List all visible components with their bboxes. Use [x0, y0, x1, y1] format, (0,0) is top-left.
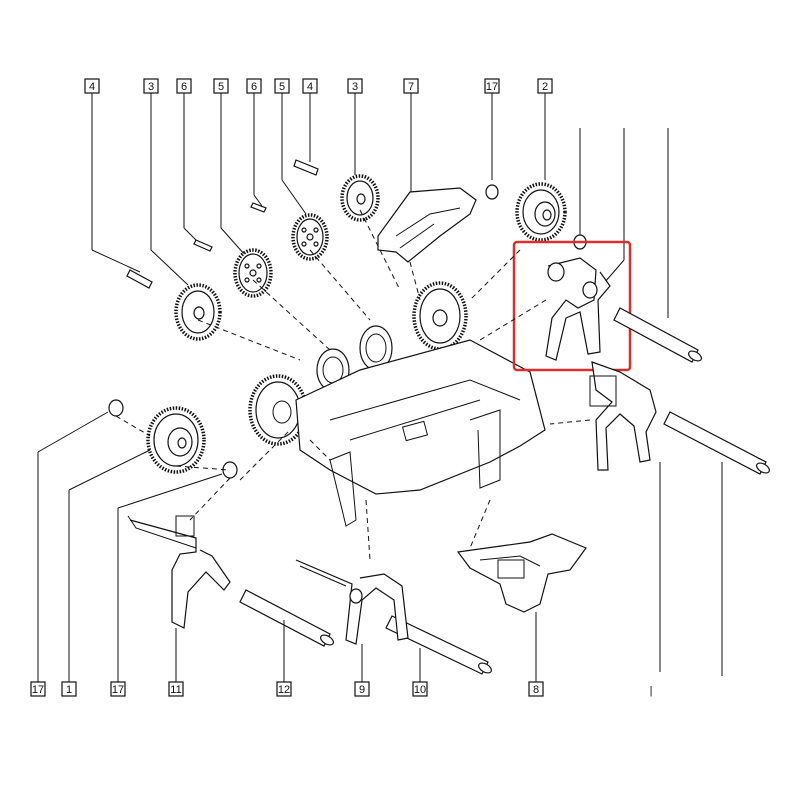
shift-fork-part-11 — [127, 515, 231, 629]
pin-part-6-mid — [250, 202, 267, 213]
svg-text:10: 10 — [414, 684, 426, 696]
svg-text:3: 3 — [352, 81, 358, 93]
svg-text:17: 17 — [486, 81, 498, 93]
bracket-part-7 — [377, 187, 477, 263]
callout-bottom-7: 10 — [412, 648, 428, 697]
callout-bottom-2: 1 — [61, 449, 151, 697]
bushing-part-17-left — [108, 399, 124, 417]
callout-top-1: 4 — [84, 78, 141, 273]
svg-text:2: 2 — [542, 81, 548, 93]
svg-text:3: 3 — [148, 81, 154, 93]
svg-text:7: 7 — [408, 81, 414, 93]
callout-bottom-5: 12 — [276, 620, 292, 697]
pin-part-4-left — [126, 269, 153, 289]
bracket-part-8 — [456, 533, 587, 613]
shaft-mid-right — [663, 411, 770, 475]
svg-text:5: 5 — [279, 81, 285, 93]
callout-top-10: 17 — [484, 78, 500, 180]
callout-top-3: 6 — [176, 78, 201, 245]
callout-bottom-1: 17 — [30, 411, 109, 697]
right-leaders — [579, 128, 723, 676]
svg-text:|: | — [650, 685, 653, 697]
callout-bottom-8: 8 — [528, 612, 544, 697]
svg-text:6: 6 — [181, 81, 187, 93]
pins — [126, 159, 319, 289]
bottom-callouts: 17 1 17 11 12 9 — [30, 411, 653, 697]
callout-top-11: 2 — [537, 78, 553, 180]
callout-top-4: 5 — [213, 78, 246, 256]
assembly-lines — [115, 209, 591, 561]
highlighted-shift-fork — [545, 257, 611, 361]
pin-part-6-left — [193, 239, 213, 252]
gearbox-housing — [295, 339, 546, 527]
svg-text:1: 1 — [66, 684, 72, 696]
callout-top-2: 3 — [143, 78, 189, 286]
gear-part-5-left — [233, 248, 273, 298]
svg-text:17: 17 — [112, 684, 124, 696]
callout-top-7: 4 — [302, 78, 318, 162]
gear-part-5-top — [291, 213, 329, 261]
callout-bottom-3: 17 — [110, 473, 223, 697]
callout-top-5: 6 — [246, 78, 263, 207]
svg-text:4: 4 — [89, 81, 95, 93]
top-callouts: 4 3 6 5 6 5 — [84, 78, 553, 286]
callout-bottom-4: 11 — [168, 628, 184, 697]
shaft-part-10 — [385, 615, 492, 675]
highlight-box — [512, 240, 632, 372]
svg-text:4: 4 — [307, 81, 313, 93]
shaft-part-12 — [239, 589, 334, 647]
shaft-top-right — [613, 307, 702, 363]
callout-bottom-6: 9 — [354, 644, 370, 697]
gear-part-3-top — [340, 174, 380, 222]
callout-bottom-partial: | — [650, 685, 653, 697]
svg-text:5: 5 — [218, 81, 224, 93]
bushing-part-17-top — [485, 184, 499, 200]
svg-text:9: 9 — [359, 684, 365, 696]
shift-fork-right — [589, 361, 657, 471]
svg-text:8: 8 — [533, 684, 539, 696]
svg-text:12: 12 — [278, 684, 290, 696]
svg-text:11: 11 — [170, 684, 181, 696]
svg-text:17: 17 — [32, 684, 44, 696]
svg-text:6: 6 — [251, 81, 257, 93]
gear-part-1 — [146, 406, 206, 474]
gear-center-stack — [248, 281, 468, 446]
shift-fork-part-9 — [295, 559, 409, 645]
callout-top-8: 3 — [347, 78, 363, 175]
shafts — [239, 307, 770, 675]
callout-top-9: 7 — [403, 78, 419, 192]
gear-part-2 — [515, 182, 567, 242]
pin-part-4-top — [293, 159, 319, 176]
callout-top-6: 5 — [274, 78, 307, 215]
gear-part-3-left — [174, 283, 222, 341]
